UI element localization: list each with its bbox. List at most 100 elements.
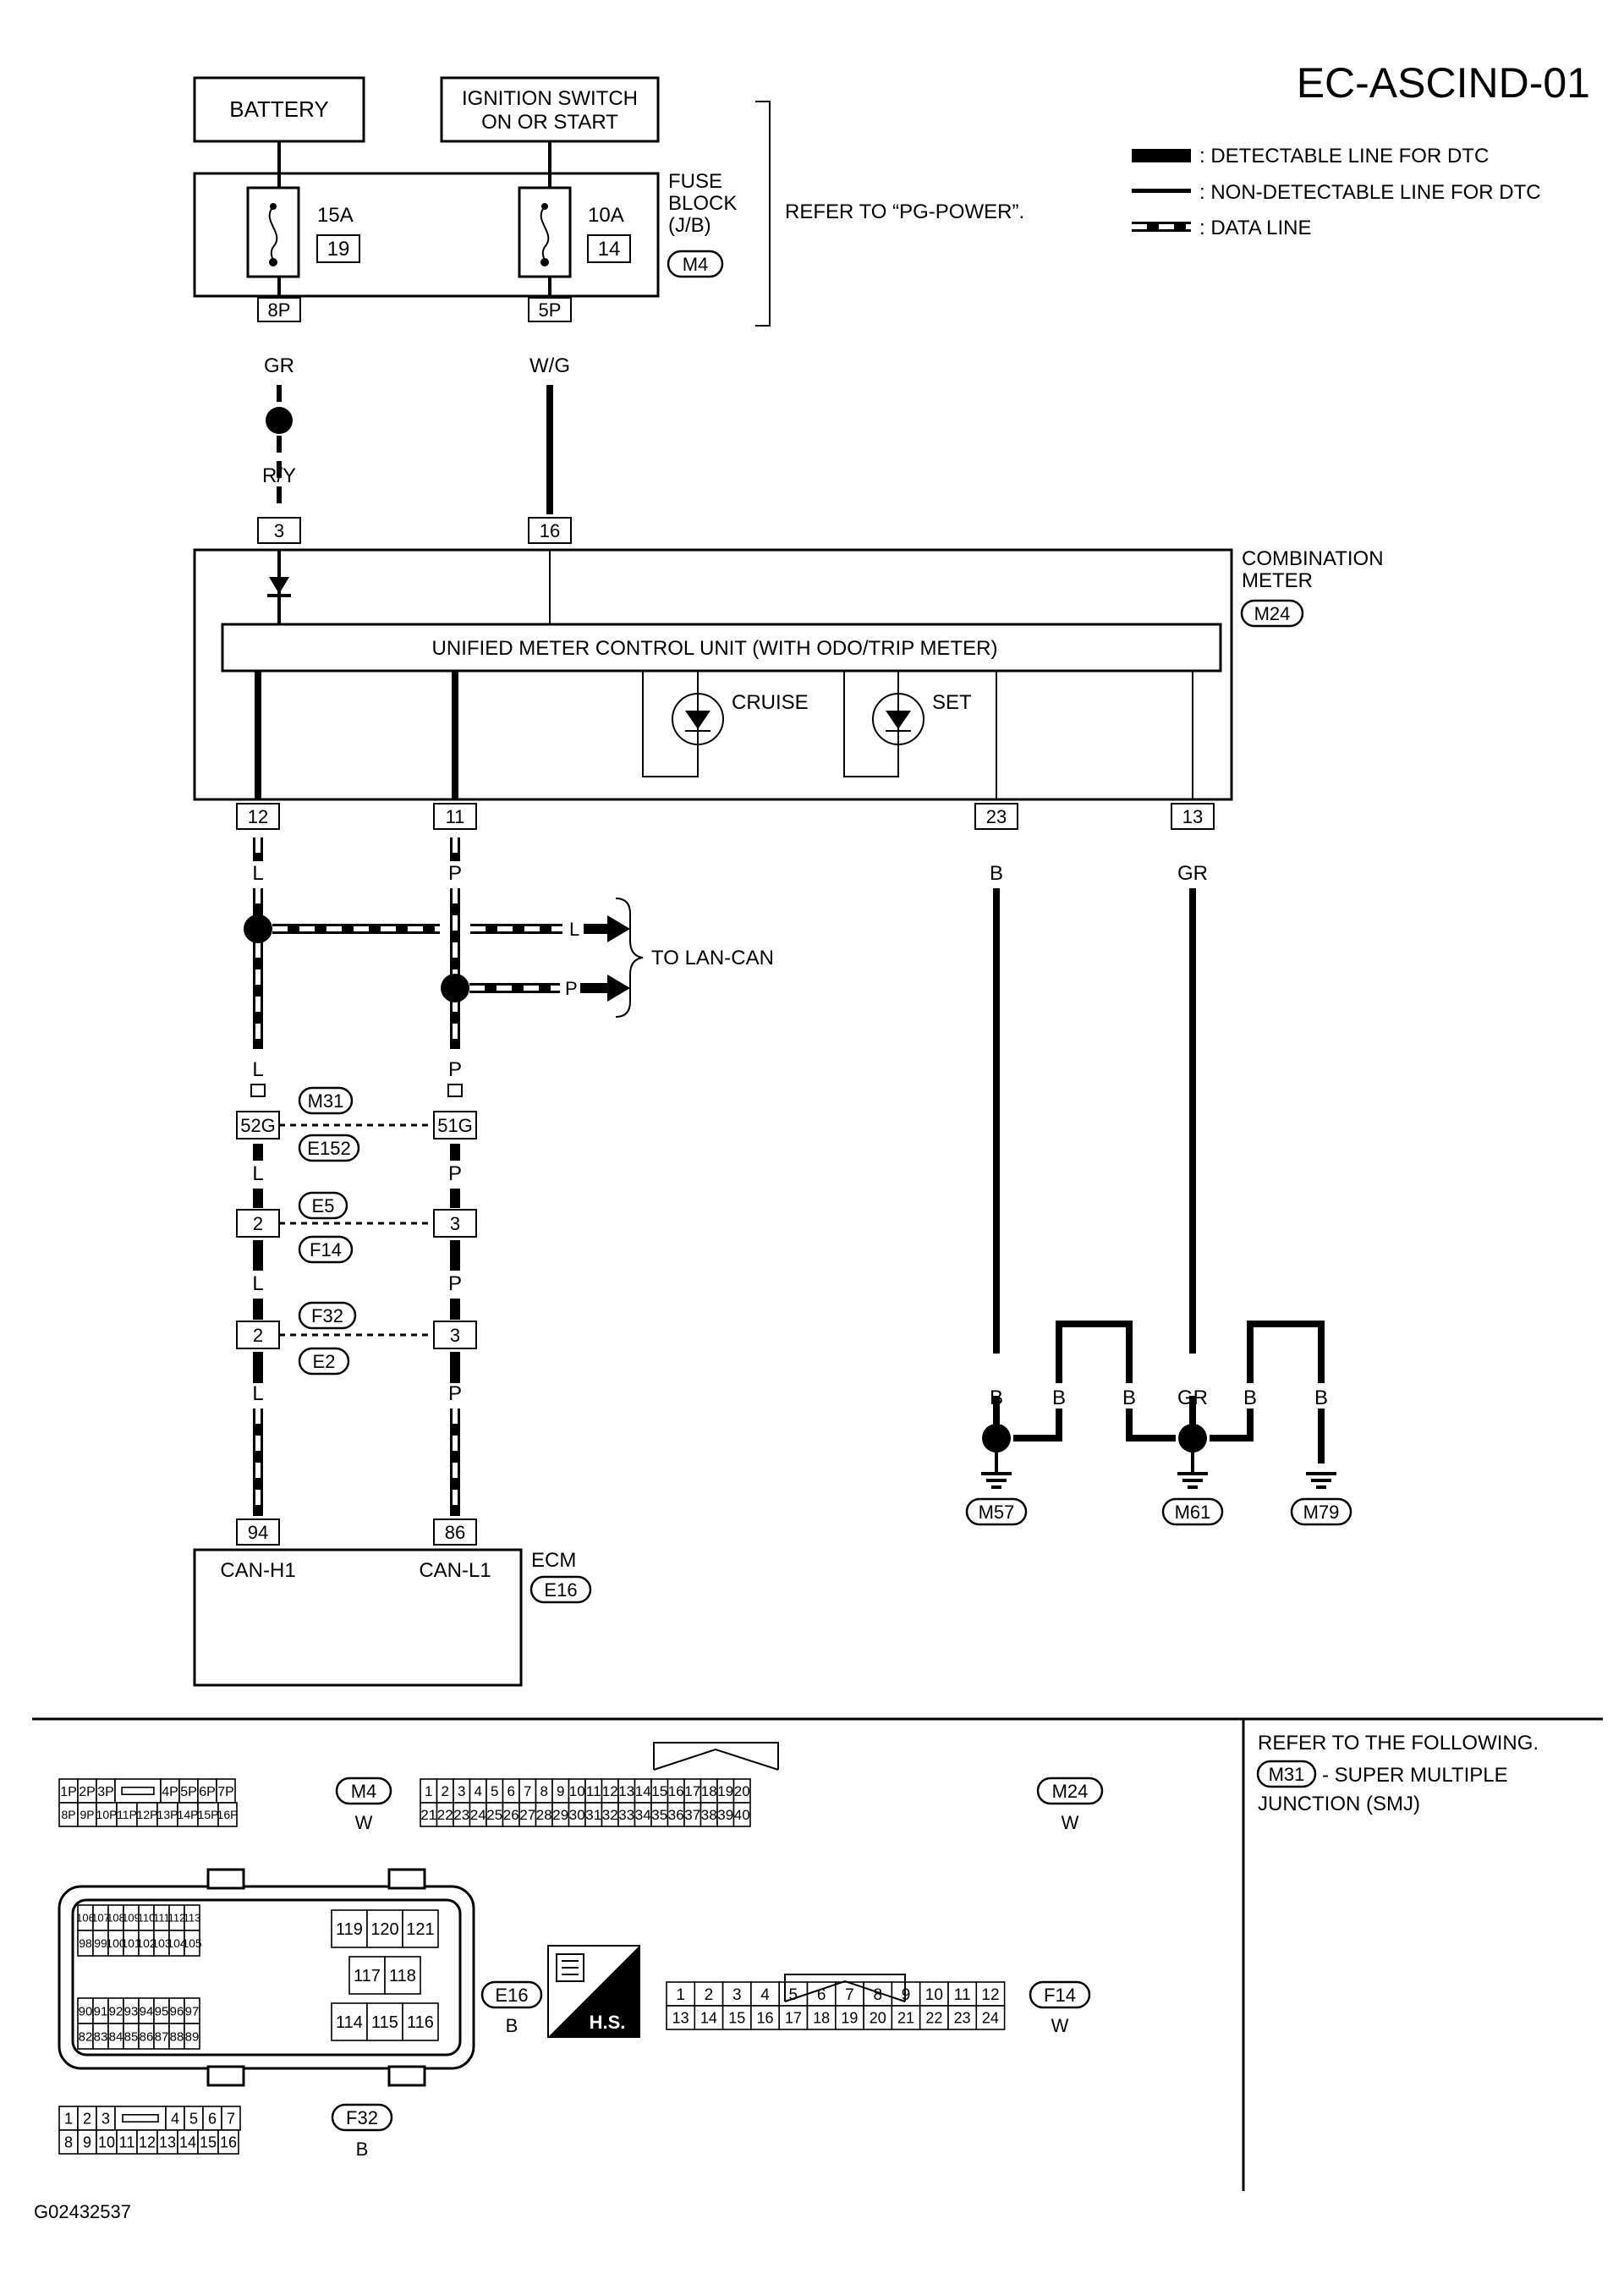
e16-small-pin-95-label: 95 (155, 2004, 169, 2018)
e16-small-pin-112-label: 112 (168, 1912, 186, 1925)
m24-face-pin-35-label: 35 (651, 1807, 667, 1823)
meter-pin-12-label: 12 (248, 806, 268, 827)
f32-face-pin-10-label: 10 (98, 2133, 115, 2150)
f14-face-pin-6-label: 6 (817, 1986, 826, 2004)
e16-face-tab-bottom-right (387, 2065, 426, 2087)
splice-can-h (244, 914, 272, 943)
m24-face-pin-13-label: 13 (618, 1783, 634, 1799)
m4-face-pin-1P-label: 1P (60, 1785, 77, 1799)
e16-big-pin-121-label: 121 (406, 1920, 434, 1939)
wire-color-wg: W/G (529, 354, 570, 377)
diagram-title: EC-ASCIND-01 (1297, 59, 1590, 107)
fuse-10a-number: 14 (598, 238, 621, 261)
lan-wire-p: P (565, 978, 578, 999)
f14-face-pin-5 (778, 1981, 809, 2007)
combination-meter-box (193, 548, 1233, 801)
f14-face-pin-23-label: 23 (954, 2009, 971, 2026)
m24-face-pin-9-label: 9 (557, 1783, 564, 1799)
junction-e5-pin2-label: 2 (253, 1213, 263, 1234)
fuse-10a-bottom-terminal (540, 258, 549, 266)
ground-m79-pill (1290, 1497, 1352, 1526)
m24-face-pin-19-label: 19 (717, 1783, 733, 1799)
m4-face-pin-16P (217, 1802, 238, 1827)
m4-face-pin-8P-label: 8P (61, 1808, 75, 1821)
m24-face-pin-33-label: 33 (618, 1807, 634, 1823)
meter-pin-12 (236, 803, 280, 830)
m4-face-pin-7P-label: 7P (217, 1785, 234, 1799)
meter-label-line1: COMBINATION (1242, 547, 1384, 570)
fuse-15a-number: 19 (327, 238, 350, 261)
ecm-pin-86-label: 86 (445, 1522, 465, 1543)
fuse-block-connector: M4 (683, 254, 709, 275)
ground-loop-1 (1056, 1321, 1133, 1383)
wire-color-p-2: P (448, 1058, 462, 1081)
f14-face-pin-11 (947, 1981, 978, 2007)
legend: : DETECTABLE LINE FOR DTC : NON-DETECTAB… (1132, 145, 1541, 239)
ground-symbol-m57 (981, 1453, 1012, 1489)
m24-face-pin-28-label: 28 (536, 1807, 552, 1823)
fuse-block-label-line3: (J/B) (668, 214, 711, 237)
battery-box (193, 76, 365, 143)
ground-symbol-m79 (1306, 1472, 1336, 1489)
refer-line1: REFER TO THE FOLLOWING. (1258, 1732, 1539, 1755)
junction-e5-pin3 (433, 1209, 477, 1238)
f32-face-pin-9-label: 9 (83, 2133, 91, 2150)
f32-face-pin-12-label: 12 (139, 2133, 156, 2150)
m24-face-pin-31-label: 31 (585, 1807, 601, 1823)
m24-face-pin-22-label: 22 (437, 1807, 453, 1823)
f14-face-pin-12 (975, 1981, 1006, 2007)
f14-face-pin-23 (947, 2005, 978, 2030)
junction-f32-pin3-label: 3 (450, 1325, 460, 1346)
f14-face-pin-19 (834, 2005, 864, 2030)
e16-small-pin-110-label: 110 (138, 1912, 156, 1925)
m24-face-pin-20-label: 20 (734, 1783, 750, 1799)
m24-face-pin-3-label: 3 (458, 1783, 465, 1799)
e16-face-id: E16 (495, 1985, 528, 2006)
e16-face-tab-top-left (206, 1868, 245, 1890)
legend-non-detectable-swatch (1132, 189, 1191, 193)
refer-m31-pill (1256, 1760, 1317, 1788)
lan-can-label: TO LAN-CAN (651, 947, 774, 969)
refer-m31: M31 (1269, 1764, 1305, 1785)
m4-face-pin-2P-label: 2P (79, 1785, 96, 1799)
f32-face-pin-16 (217, 2129, 239, 2155)
fuse-15a-bottom-terminal (269, 258, 277, 266)
f14-face-pin-22 (919, 2005, 949, 2030)
f32-face-pin-12 (136, 2129, 158, 2155)
m24-face-pin-39-label: 39 (717, 1807, 733, 1823)
f14-face-id: F14 (1044, 1985, 1076, 2006)
lan-brace (615, 898, 644, 1018)
legend-data-label: : DATA LINE (1199, 217, 1311, 239)
wire-color-b-23: B (990, 862, 1003, 885)
e16-small-pin-103-label: 103 (151, 1936, 172, 1950)
f32-face-pin-1-label: 1 (64, 2110, 73, 2127)
ignition-label-line2: ON OR START (481, 111, 618, 134)
f14-face-pin-13-label: 13 (672, 2009, 689, 2026)
f14-face-pin-7-label: 7 (845, 1986, 854, 2004)
connector-e152-pill (298, 1134, 360, 1162)
legend-detectable-swatch (1132, 149, 1191, 162)
f32-face-id: F32 (346, 2107, 378, 2128)
battery-label: BATTERY (229, 96, 329, 122)
wire-color-l-1: L (252, 862, 263, 885)
e16-small-pin-92-label: 92 (109, 2004, 123, 2018)
e16-small-pin-101-label: 101 (121, 1936, 141, 1950)
f14-face-pin-15-label: 15 (728, 2009, 745, 2026)
junction-e5-pin3-label: 3 (450, 1213, 460, 1234)
e16-small-pin-93-label: 93 (124, 2004, 139, 2018)
f14-face-pin-19-label: 19 (841, 2009, 858, 2026)
e16-small-pin-94-label: 94 (140, 2004, 154, 2018)
f32-face-pin-7-label: 7 (227, 2110, 235, 2127)
f32-face-pin-3-label: 3 (102, 2110, 110, 2127)
terminal-5p (528, 297, 572, 322)
m24-face-pin-37-label: 37 (684, 1807, 700, 1823)
wire-color-p-1: P (448, 862, 462, 885)
f14-face-pin-5-label: 5 (789, 1986, 798, 2004)
e16-big-pin-119-label: 119 (336, 1920, 363, 1939)
f32-face-pin-11 (116, 2129, 138, 2155)
e16-big-pin-120 (366, 1909, 403, 1948)
f14-face-pin-3-label: 3 (732, 1986, 742, 2004)
f32-face-pin-4-label: 4 (171, 2110, 179, 2127)
